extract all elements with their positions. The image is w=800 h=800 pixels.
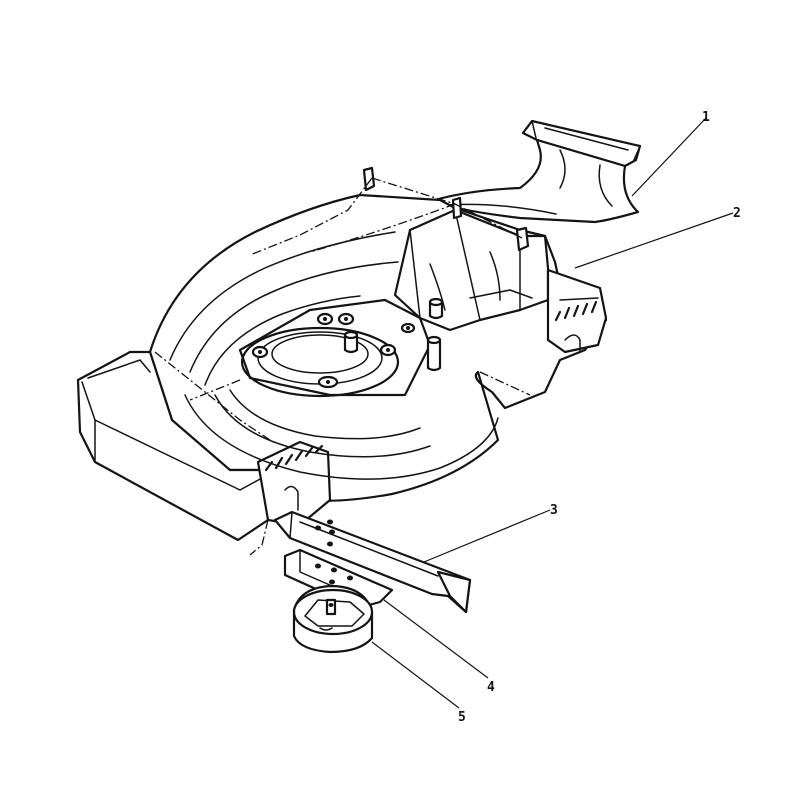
- callout-4: 4: [487, 680, 495, 695]
- callout-2: 2: [733, 206, 741, 221]
- part-1-discharge-chute: [433, 119, 642, 224]
- part-4-blade-adapter: [283, 541, 394, 610]
- leader-line-3: [423, 509, 551, 563]
- callout-5: 5: [458, 710, 466, 725]
- engine-mount-bolts: [251, 312, 416, 389]
- leader-line-1: [631, 117, 707, 197]
- leader-line-2: [574, 212, 734, 269]
- leader-line-5: [371, 641, 460, 709]
- callout-3: 3: [550, 503, 558, 518]
- part-5-blade-mount-hub: [292, 584, 374, 654]
- part-2-mower-deck: [76, 166, 608, 556]
- leader-line-4: [383, 599, 489, 679]
- part-3-cutting-blade: [273, 510, 472, 614]
- callout-1: 1: [702, 110, 710, 125]
